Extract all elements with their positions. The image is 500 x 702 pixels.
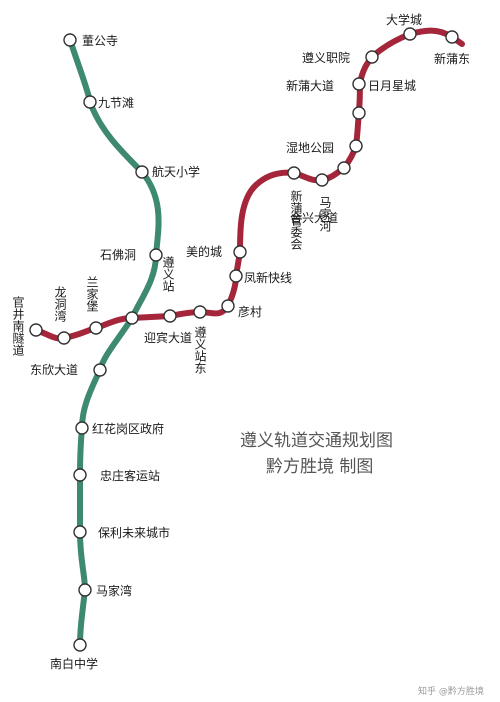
- watermark: 知乎 @黔方胜境: [418, 685, 484, 697]
- station-zunyizhiyuan: [365, 50, 379, 64]
- label-longdongwan: 龙洞湾: [53, 286, 67, 323]
- station-zunyizhan: [163, 309, 177, 323]
- label-zhongzhuang: 忠庄客运站: [100, 468, 160, 483]
- label-hexingdadao: 合兴大道: [290, 210, 338, 225]
- station-zunyizhandong: [193, 305, 207, 319]
- station-dongxindadao: [93, 363, 107, 377]
- label-guanjing: 官井南隧道: [11, 295, 25, 356]
- station-dongongsi: [63, 33, 77, 47]
- station-yancun: [221, 299, 235, 313]
- station-majiawan: [78, 583, 92, 597]
- station-fengxin: [229, 269, 243, 283]
- station-daxuecheng: [403, 27, 417, 41]
- station-unnamed_1: [352, 106, 366, 120]
- station-riyuexingcheng: [352, 77, 366, 91]
- station-xinpuguanwei: [287, 166, 301, 180]
- station-guanjing: [29, 323, 43, 337]
- label-xinpudadao: 新蒲大道: [286, 78, 334, 93]
- station-hexingdadao: [337, 161, 351, 175]
- red-line-route: [33, 27, 465, 342]
- label-majiawan: 马家湾: [96, 583, 132, 598]
- label-hangtianxiaoxue: 航天小学: [152, 164, 200, 179]
- label-zunyizhandong: 遵义站东: [193, 325, 207, 374]
- map-title: 遵义轨道交通规划图: [240, 431, 393, 451]
- label-meidecheng: 美的城: [186, 244, 222, 259]
- label-yancun: 彦村: [238, 304, 262, 319]
- station-xinpudong: [445, 30, 459, 44]
- label-zunyizhiyuan: 遵义职院: [302, 50, 350, 65]
- station-layer: [29, 27, 459, 652]
- station-jiujietan: [83, 95, 97, 109]
- station-baoli: [73, 525, 87, 539]
- label-honghuagang: 红花岗区政府: [92, 421, 164, 436]
- station-nanbaizhongxue: [73, 638, 87, 652]
- station-honghuagang: [75, 421, 89, 435]
- map-credit: 黔方胜境 制图: [266, 457, 373, 477]
- station-labels: 董公寺 九节滩 航天小学 石佛洞 迎宾大道 东欣大道 红花岗区政府 忠庄客运站 …: [30, 12, 470, 671]
- station-zhongzhuang: [73, 468, 87, 482]
- label-fengxin: 凤新快线: [244, 270, 292, 285]
- label-nanbaizhongxue: 南白中学: [50, 656, 98, 671]
- label-zunyizhan: 遵义站: [161, 255, 175, 292]
- station-shidigongyuan: [349, 139, 363, 153]
- label-xinpudong: 新蒲东: [434, 51, 470, 66]
- station-lanjiabao: [89, 321, 103, 335]
- label-lanjiabao: 兰家堡: [85, 276, 99, 312]
- station-yingbindadao: [125, 311, 139, 325]
- station-longdongwan: [57, 331, 71, 345]
- label-yingbindadao: 迎宾大道: [144, 330, 192, 345]
- label-majiahe: 马家河: [318, 196, 332, 232]
- label-baoli: 保利未来城市: [98, 525, 170, 540]
- station-meidecheng: [233, 245, 247, 259]
- label-shifodong: 石佛洞: [100, 248, 136, 262]
- label-dongongsi: 董公寺: [82, 34, 118, 48]
- label-jiujietan: 九节滩: [98, 96, 134, 110]
- green-line-route: [67, 37, 162, 648]
- label-dongxindadao: 东欣大道: [30, 363, 78, 377]
- label-riyuexingcheng: 日月星城: [368, 79, 416, 93]
- label-shidigongyuan: 湿地公园: [286, 140, 334, 155]
- station-shifodong: [149, 248, 163, 262]
- station-majiahe: [315, 173, 329, 187]
- label-xinpuguanwei: 新蒲管委会: [289, 189, 303, 251]
- label-daxuecheng: 大学城: [386, 12, 422, 27]
- station-hangtianxiaoxue: [135, 165, 149, 179]
